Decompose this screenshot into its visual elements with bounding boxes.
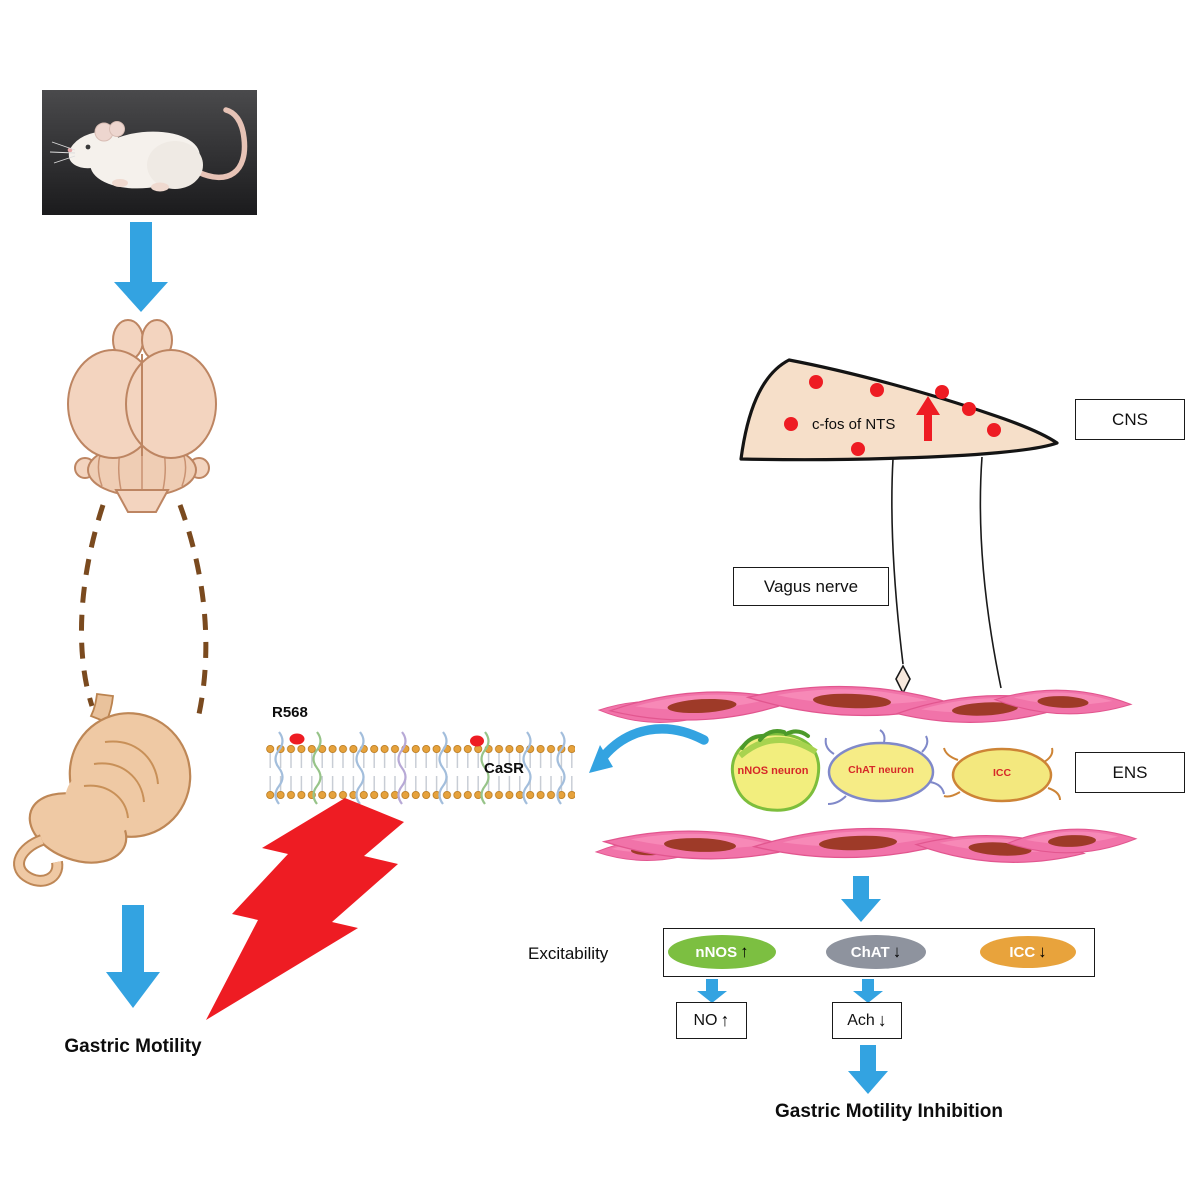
lightning-bolt-icon xyxy=(206,798,404,1020)
icc-badge-label: ICC xyxy=(1009,943,1036,961)
gastric-motility-title: Gastric Motility xyxy=(64,1036,202,1057)
cns-box-label: CNS xyxy=(1112,409,1148,429)
cfos-up-arrow-icon xyxy=(916,396,940,441)
casr-label: CaSR xyxy=(484,760,525,777)
chat-down-arrow-icon: ↓ xyxy=(892,942,902,961)
cfos-nts-label: c-fos of NTS xyxy=(812,416,896,433)
arrow-stomach-to-motility xyxy=(106,905,160,1008)
arrow-chat-to-ach xyxy=(853,979,883,1003)
excitability-box xyxy=(663,928,1095,977)
ach-label: Ach xyxy=(847,1011,875,1029)
stomach-illustration xyxy=(13,692,192,887)
icc-badge-text: ICC ↓ xyxy=(980,939,1076,965)
cns-box: CNS xyxy=(1075,399,1185,440)
brain-illustration xyxy=(67,319,217,513)
nnos-up-arrow-icon: ↑ xyxy=(740,942,749,961)
icc-cell xyxy=(943,747,1061,803)
arrow-mouse-to-brain xyxy=(114,222,168,312)
ach-box: Ach ↓ xyxy=(832,1002,902,1039)
arrow-ach-to-inhibition xyxy=(848,1045,888,1094)
chat-badge-label: ChAT xyxy=(850,943,890,961)
cell-membrane xyxy=(265,731,575,805)
brain-stomach-dashed-connectors xyxy=(78,504,209,715)
vagus-nerve-box: Vagus nerve xyxy=(733,567,889,606)
nnos-badge-label: nNOS xyxy=(695,943,738,961)
arrow-nnos-to-no xyxy=(697,979,727,1003)
casr-receptor-dot xyxy=(470,735,484,747)
chat-badge xyxy=(826,935,926,969)
arrow-ens-to-excitability xyxy=(841,876,881,922)
cns-brain-slice xyxy=(739,358,1059,462)
flow-arrows xyxy=(106,222,888,1094)
vagus-nerve-lines xyxy=(891,456,1002,689)
chat-neuron-cell xyxy=(824,729,945,805)
curved-arrow-ens-to-membrane xyxy=(599,724,709,761)
nnos-badge-text: nNOS ↑ xyxy=(668,939,776,965)
cfos-dots xyxy=(784,375,1001,456)
excitability-label: Excitability xyxy=(528,944,609,963)
r568-label: R568 xyxy=(272,704,308,721)
nnos-neuron-label: nNOS neuron xyxy=(737,765,809,777)
vagus-nerve-label: Vagus nerve xyxy=(763,576,859,596)
mouse-tail xyxy=(195,107,248,181)
red-elements xyxy=(206,375,1001,1020)
smooth-muscle-bottom-row xyxy=(595,824,1137,868)
r568-ligand-dot xyxy=(289,733,305,745)
ens-box-label: ENS xyxy=(1112,762,1148,782)
vagus-nerve-terminal xyxy=(895,664,911,695)
icc-badge xyxy=(980,936,1076,968)
ach-down-arrow-icon: ↓ xyxy=(877,1010,887,1030)
nnos-badge xyxy=(668,935,776,969)
ens-box: ENS xyxy=(1075,752,1185,793)
nnos-neuron-cell xyxy=(730,729,821,812)
gastric-motility-inhibition-title: Gastric Motility Inhibition xyxy=(775,1101,1003,1122)
no-up-arrow-icon: ↑ xyxy=(720,1010,730,1030)
smooth-muscle-top-row xyxy=(598,682,1132,728)
chat-neuron-label: ChAT neuron xyxy=(848,764,914,776)
icc-down-arrow-icon: ↓ xyxy=(1038,942,1047,961)
icc-label: ICC xyxy=(992,767,1012,779)
mouse-photo xyxy=(42,90,257,215)
no-label: NO xyxy=(693,1011,718,1029)
chat-badge-text: ChAT ↓ xyxy=(826,939,926,965)
no-box: NO ↑ xyxy=(676,1002,747,1039)
